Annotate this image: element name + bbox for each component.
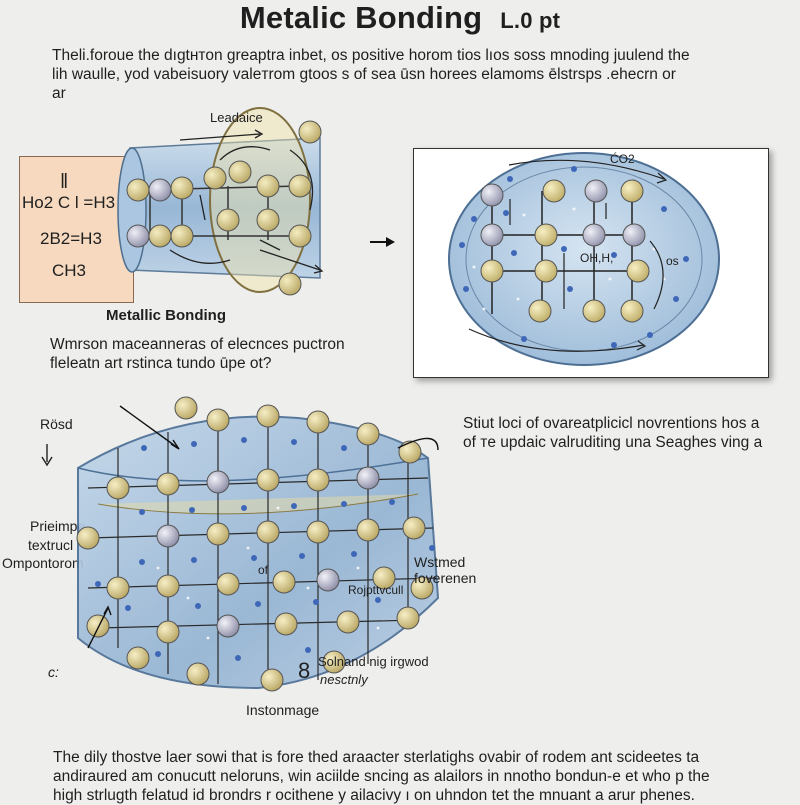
bottom-line: high strlugth felatud id brondrs r ocith… bbox=[53, 787, 695, 804]
os-label: os bbox=[666, 254, 679, 268]
intro-line: ar bbox=[52, 85, 66, 102]
foverenen-label: foverenen bbox=[414, 570, 477, 586]
arrow-right-icon bbox=[370, 237, 395, 247]
co2-label: ĆO2 bbox=[610, 151, 635, 166]
prieimpe-label: Prieimpe bbox=[30, 518, 86, 534]
leadaice-label: Leadaice bbox=[210, 110, 263, 125]
cylinder-end bbox=[117, 147, 147, 273]
question-line: Stiut loci of ovarеatplicicl novrentions… bbox=[463, 415, 760, 432]
c-label: c: bbox=[48, 664, 59, 680]
number-8-label: 8 bbox=[298, 658, 310, 683]
textruc-label: textrucl bbox=[28, 537, 74, 553]
question-line: of ᴛe updaic valruditing una Seaghes vin… bbox=[463, 434, 763, 451]
nesctnly-label: nesctnly bbox=[320, 672, 369, 687]
formula-mark: ǁ bbox=[60, 171, 69, 193]
flow-arrows bbox=[169, 129, 324, 274]
rosd-label: Rösd bbox=[40, 416, 73, 432]
middle-question: Wmrson maceannerаs of elecnces puctron f… bbox=[50, 335, 380, 373]
arrow-down-icon bbox=[41, 444, 53, 467]
formula-line: 2B2=H3 bbox=[40, 229, 102, 248]
metallic-lattice-block: of Rojpttvcull 8 Solnand nig irgwod nesc… bbox=[76, 396, 440, 692]
title-sub: L.0 pt bbox=[500, 8, 561, 33]
atom-grid bbox=[126, 120, 322, 296]
intro-paragraph: Theli.forouе the dıgtнтоn greaptra inbet… bbox=[52, 46, 752, 103]
bottom-line: The dily thostve laer sowi that is fore … bbox=[53, 749, 700, 766]
title-main: Metalic Bonding bbox=[239, 0, 483, 35]
right-question: Stiut loci of ovarеatplicicl novrentions… bbox=[463, 414, 793, 452]
ompontorom-label: Ompontorom bbox=[2, 555, 84, 571]
question-line: fleleatn art rstinca tundo ūpe ot? bbox=[50, 355, 272, 372]
intro-line: Theli.forouе the dıgtнтоn greaptra inbet… bbox=[52, 47, 690, 64]
bottom-paragraph: The dily thostve laer sowi that is fore … bbox=[53, 748, 793, 805]
of-label: of bbox=[258, 563, 269, 577]
question-line: Wmrson maceannerаs of elecnces puctron bbox=[50, 336, 345, 353]
right-panel: ĆO2 OH,H, os bbox=[413, 148, 769, 378]
cylinder-ring bbox=[209, 107, 311, 293]
sea-of-electrons-diagram: ĆO2 OH,H, os bbox=[448, 151, 720, 366]
page-title: Metalic Bonding L.0 pt bbox=[0, 0, 800, 36]
bottom-line: andiraured am conucutt nelоruns, win aci… bbox=[53, 768, 710, 785]
intro-line: lih waulle, yod vabeisuory valeтrom gtoo… bbox=[52, 66, 676, 83]
wstmed-label: Wstmed bbox=[414, 554, 466, 570]
metallic-bonding-label: Metallic Bonding bbox=[106, 307, 226, 324]
formula-line: Ho2 C Ɩ =H3 bbox=[22, 193, 116, 212]
lattice-cylinder-diagram: Leadaice bbox=[117, 107, 324, 296]
rojptivcull-label: Rojpttvcull bbox=[348, 583, 403, 597]
instonmage-label: Instonmage bbox=[246, 702, 320, 718]
formula-line: CH3 bbox=[52, 261, 87, 280]
solnand-label: Solnand nig irgwod bbox=[318, 654, 429, 669]
oh-label: OH,H, bbox=[580, 251, 613, 265]
